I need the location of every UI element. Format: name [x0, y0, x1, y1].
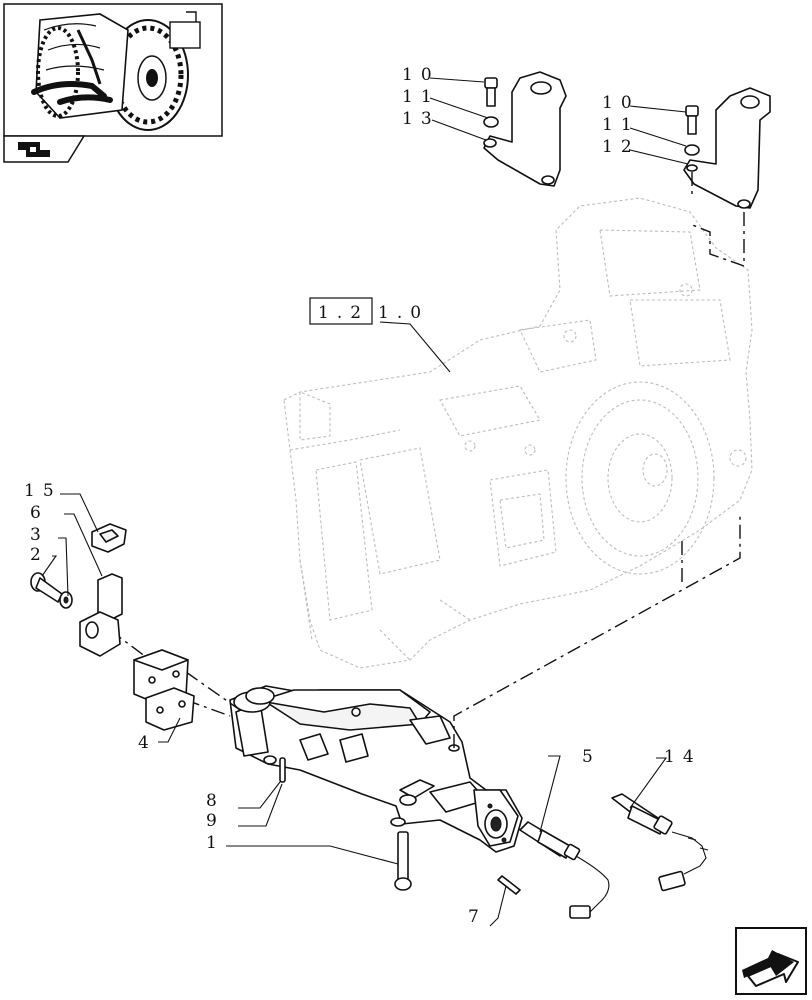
bracket-left — [483, 71, 567, 187]
bolt-1-icon — [394, 831, 412, 891]
washer-15-icon — [91, 523, 127, 553]
tractor-thumbnail-icon[interactable] — [3, 3, 223, 137]
callout-10-top-left: 10 — [402, 65, 440, 85]
callout-14: 14 — [664, 747, 702, 767]
plate-bracket-4 — [133, 649, 195, 731]
callout-3: 3 — [30, 525, 49, 545]
reference-label[interactable]: 1.2 1.0 — [309, 297, 451, 373]
category-badge-icon[interactable] — [3, 135, 86, 163]
assembly-line-bracket — [689, 172, 745, 267]
callout-10-top-right: 10 — [602, 93, 640, 113]
callout-numbers: 10 11 13 10 11 12 15 6 3 2 4 8 9 1 7 5 1… — [24, 65, 702, 927]
callout-15: 15 — [24, 481, 62, 501]
sensor-14 — [611, 793, 709, 892]
assembly-line-housing — [453, 516, 741, 748]
callout-13: 13 — [402, 109, 440, 129]
callout-7: 7 — [468, 907, 487, 927]
reference-boxed-text: 1.2 — [318, 303, 369, 323]
bracket-6 — [79, 573, 123, 657]
callout-11-top-left: 11 — [402, 87, 440, 107]
sensor-5 — [519, 821, 610, 919]
callout-12: 12 — [602, 137, 640, 157]
callout-1: 1 — [206, 833, 225, 853]
reference-rest-text: 1.0 — [378, 303, 429, 323]
transmission-housing-outline — [283, 197, 753, 669]
lift-housing — [229, 685, 523, 853]
washer-3-icon — [59, 591, 73, 609]
callout-9: 9 — [206, 811, 225, 831]
bolt-10-left-icon — [483, 77, 499, 128]
leader-lines — [41, 77, 689, 927]
callout-5: 5 — [582, 747, 601, 767]
callout-8: 8 — [206, 791, 225, 811]
bolt-2-icon — [30, 572, 63, 603]
pin-9-icon — [279, 757, 286, 783]
callout-6: 6 — [30, 503, 49, 523]
bracket-right — [683, 87, 771, 209]
pin-7-icon — [497, 875, 521, 895]
callout-4: 4 — [138, 733, 157, 753]
next-page-arrow-icon[interactable] — [735, 927, 807, 995]
callout-11-top-right: 11 — [602, 115, 640, 135]
callout-2: 2 — [30, 545, 49, 565]
bolt-10-right-icon — [684, 105, 700, 172]
